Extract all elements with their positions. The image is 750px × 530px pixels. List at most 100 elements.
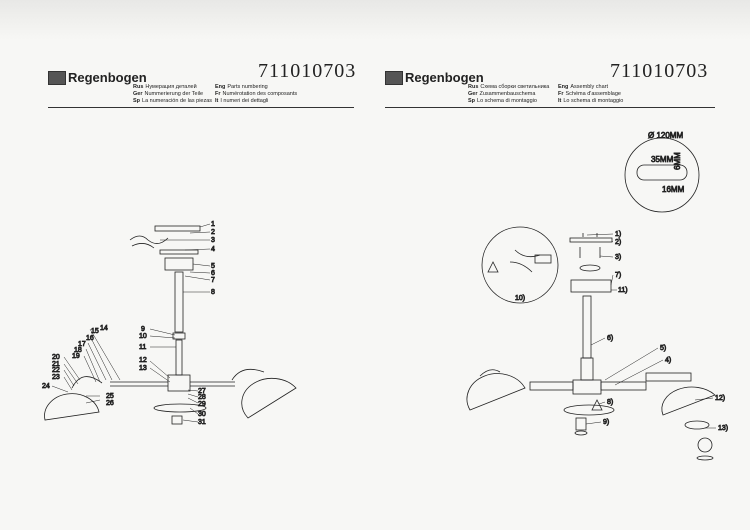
canopy bbox=[570, 279, 612, 293]
bottom-disc bbox=[153, 403, 207, 413]
scan-noise bbox=[0, 0, 750, 40]
bottom-disc bbox=[563, 404, 615, 416]
finial bbox=[171, 415, 183, 425]
label-7: 7 bbox=[211, 277, 215, 284]
step-labels: 1) 2) 3) 4) 5) 6) 7) 8) 9) 10) 11) 12) 1… bbox=[515, 231, 729, 433]
step-3: 3) bbox=[615, 254, 621, 261]
label-1: 1 bbox=[211, 221, 215, 228]
label-25: 25 bbox=[106, 393, 114, 400]
product-code: 711010703 bbox=[258, 60, 357, 82]
width-label: 35MM bbox=[651, 155, 674, 164]
step-9: 9) bbox=[603, 419, 609, 426]
step-2: 2) bbox=[615, 239, 621, 246]
step-7: 7) bbox=[615, 272, 621, 279]
bracket-step-2 bbox=[569, 237, 613, 243]
label-3: 3 bbox=[211, 237, 215, 244]
diameter-label: Ø 120MM bbox=[648, 131, 683, 140]
right-upper-arm bbox=[645, 372, 692, 382]
fixing-plate bbox=[159, 249, 199, 255]
label-11: 11 bbox=[139, 344, 146, 351]
canopy bbox=[164, 257, 194, 271]
coupler bbox=[172, 332, 186, 340]
brand-logo: Regenbogen bbox=[48, 70, 147, 85]
logo-icon bbox=[385, 70, 403, 85]
left-lampholder-arm bbox=[71, 376, 103, 389]
leader-lines bbox=[51, 223, 211, 423]
warning-icon bbox=[591, 399, 603, 411]
label-26: 26 bbox=[106, 400, 114, 407]
label-10: 10 bbox=[139, 333, 147, 340]
left-shade bbox=[44, 393, 100, 421]
wire-connection bbox=[509, 249, 541, 273]
label-15: 15 bbox=[91, 328, 99, 335]
label-28: 28 bbox=[198, 394, 206, 401]
label-22: 22 bbox=[52, 367, 60, 374]
part-labels: 1 2 3 4 5 6 7 8 9 10 11 12 13 14 15 16 1… bbox=[42, 221, 216, 427]
washer bbox=[579, 264, 601, 272]
warning-icon bbox=[487, 261, 499, 273]
step-1: 1) bbox=[615, 231, 621, 238]
terminal-block bbox=[534, 254, 552, 264]
parts-diagram: 1 2 3 4 5 6 7 8 9 10 11 12 13 14 15 16 1… bbox=[42, 221, 297, 427]
rod-coupler bbox=[580, 357, 594, 381]
label-4: 4 bbox=[211, 246, 215, 253]
label-6: 6 bbox=[211, 270, 215, 277]
step-12: 12) bbox=[715, 395, 725, 402]
right-shade bbox=[241, 377, 297, 419]
brand-logo: Regenbogen bbox=[385, 70, 484, 85]
brand-name: Regenbogen bbox=[405, 70, 484, 85]
left-shade bbox=[466, 373, 526, 411]
bulb bbox=[697, 437, 713, 453]
step-6: 6) bbox=[607, 335, 613, 342]
rod bbox=[582, 295, 592, 359]
height-label: 6MM bbox=[673, 152, 682, 170]
product-code: 711010703 bbox=[610, 60, 709, 82]
step-8: 8) bbox=[607, 399, 613, 406]
header-rule bbox=[385, 107, 715, 108]
upper-rod bbox=[174, 271, 184, 333]
bracket-detail-circle bbox=[624, 137, 700, 213]
mounting-bracket bbox=[154, 225, 201, 232]
header-rule bbox=[48, 107, 354, 108]
step-4: 4) bbox=[665, 357, 671, 364]
right-arm bbox=[600, 381, 647, 391]
hub bbox=[167, 374, 191, 392]
label-13: 13 bbox=[139, 365, 147, 372]
left-arm bbox=[529, 381, 574, 391]
label-31: 31 bbox=[198, 419, 206, 426]
label-30: 30 bbox=[198, 411, 206, 418]
step-11: 11) bbox=[618, 287, 628, 294]
label-27: 27 bbox=[198, 388, 206, 395]
label-29: 29 bbox=[198, 401, 206, 408]
lampholder-ring bbox=[684, 420, 710, 430]
label-17: 17 bbox=[78, 341, 86, 348]
label-12: 12 bbox=[139, 357, 147, 364]
step-5: 5) bbox=[660, 345, 666, 352]
assembly-diagram: Ø 120MM 35MM 6MM 16MM bbox=[466, 131, 729, 461]
bracket-slot bbox=[636, 164, 688, 181]
brand-name: Regenbogen bbox=[68, 70, 147, 85]
logo-icon bbox=[48, 70, 66, 85]
label-14: 14 bbox=[100, 325, 108, 332]
label-20: 20 bbox=[52, 354, 60, 361]
label-19: 19 bbox=[72, 353, 80, 360]
label-8: 8 bbox=[211, 289, 215, 296]
wires bbox=[129, 235, 169, 244]
right-lampholder-arm bbox=[231, 368, 265, 381]
label-18: 18 bbox=[74, 347, 82, 354]
label-9: 9 bbox=[141, 326, 145, 333]
leader-lines bbox=[585, 233, 716, 429]
wiring-detail-circle bbox=[481, 226, 559, 304]
rotate-arrow bbox=[479, 369, 501, 377]
